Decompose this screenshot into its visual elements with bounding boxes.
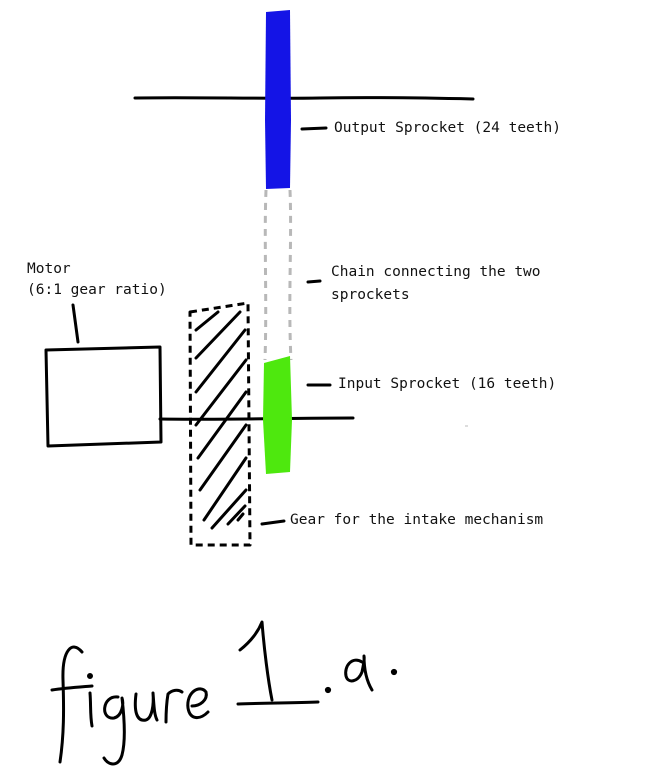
intake-gear bbox=[188, 301, 252, 547]
chain-leader bbox=[306, 279, 322, 284]
motor-label-line2: (6:1 gear ratio) bbox=[27, 282, 167, 298]
output-sprocket bbox=[265, 10, 291, 189]
chain-label-line1: Chain connecting the two bbox=[331, 264, 541, 280]
chain-label-line2: sprockets bbox=[331, 287, 410, 303]
caption-handwriting bbox=[50, 620, 398, 766]
intake-gear-label: Gear for the intake mechanism bbox=[290, 512, 544, 528]
input-shaft-line bbox=[158, 416, 355, 421]
input-sprocket bbox=[263, 356, 292, 474]
intake-gear-leader bbox=[260, 519, 286, 526]
chain bbox=[263, 189, 293, 361]
output-sprocket-label: Output Sprocket (24 teeth) bbox=[334, 120, 561, 136]
output-shaft-line bbox=[133, 96, 475, 101]
motor-leader bbox=[71, 303, 80, 344]
motor-label-line1: Motor bbox=[27, 261, 71, 277]
motor-box bbox=[44, 345, 163, 448]
input-sprocket-label: Input Sprocket (16 teeth) bbox=[338, 376, 557, 392]
output-sprocket-leader bbox=[300, 126, 328, 131]
